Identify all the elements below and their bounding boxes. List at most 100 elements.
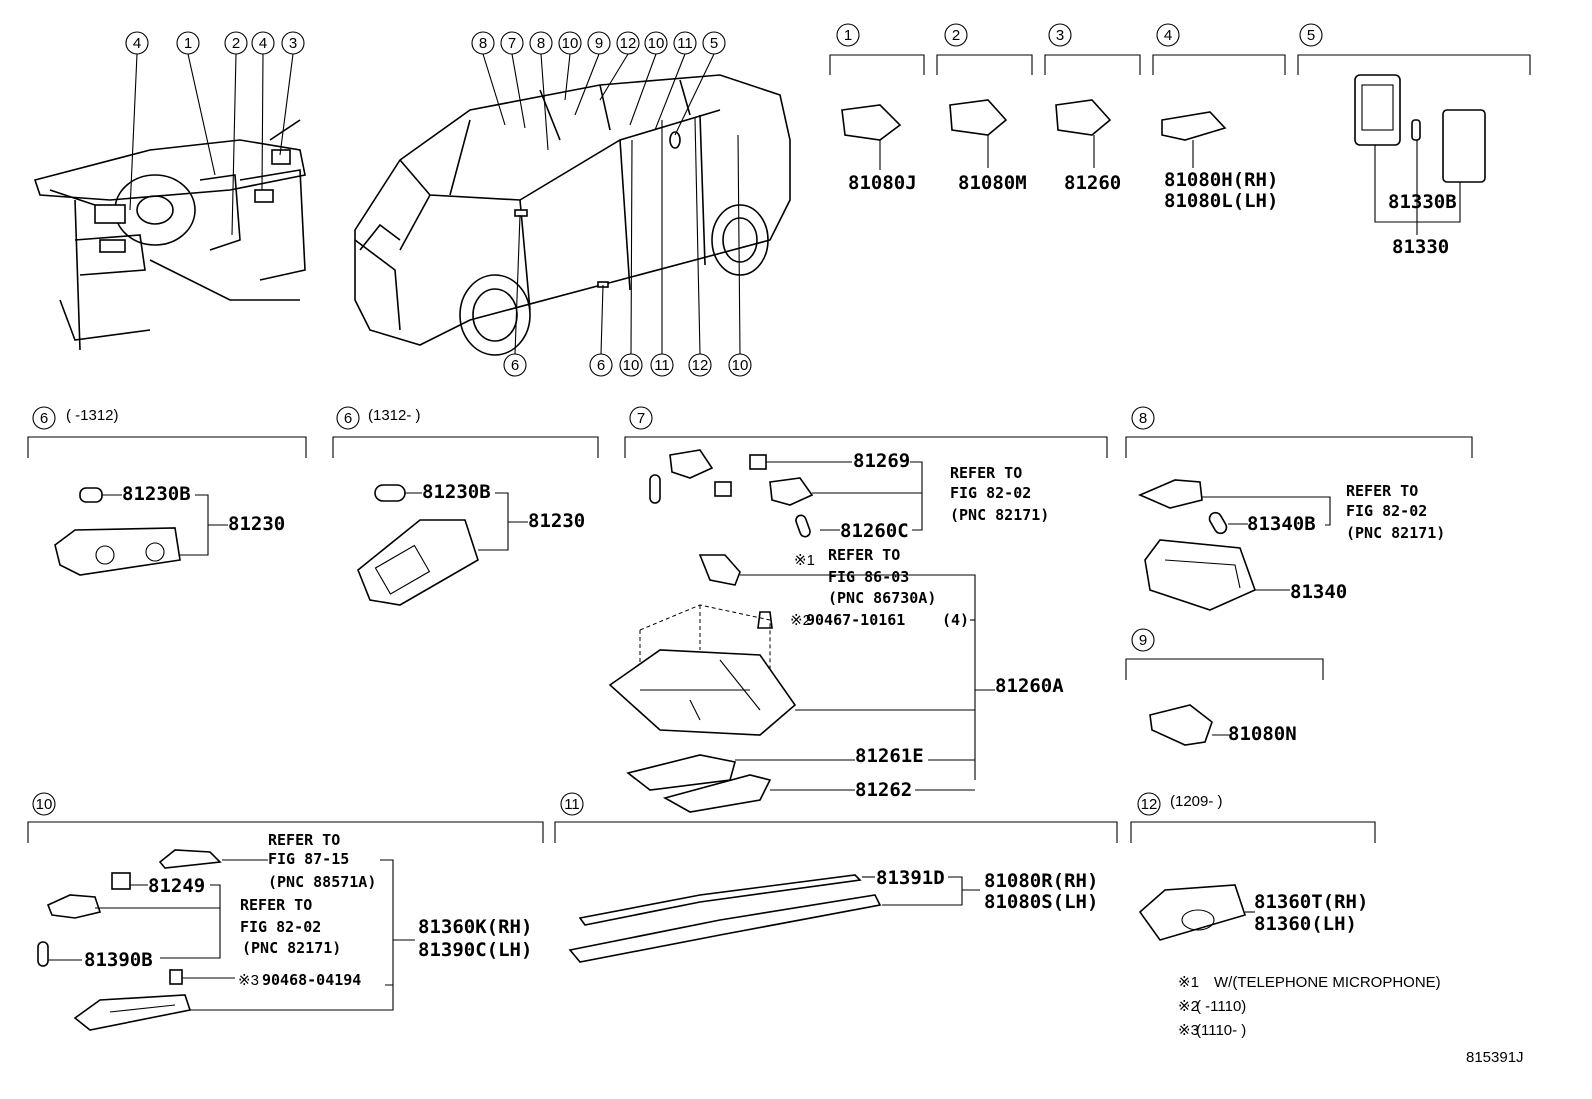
group-10-refer1-line3: (PNC 88571A) [268,873,376,891]
callout-van-top-2: 8 [537,35,545,52]
group-10-mark3: ※3 [238,972,259,989]
van-illustration [354,74,791,356]
group-2-number: 2 [952,27,960,44]
part-81230B-a: 81230B [122,483,191,505]
callout-van-top-8: 5 [710,35,718,52]
group-7-refer1-line2: FIG 82-02 [950,484,1031,502]
part-81230-b: 81230 [528,510,585,532]
group-7-number: 7 [637,410,645,427]
group-9: 9 81080N [1125,628,1324,746]
footnote-2-mark: ※2 [1178,998,1199,1015]
callout-dash-1: 1 [184,35,192,52]
group-12: 12 (1209- ) 81360T(RH) 81360(LH) [1130,792,1376,941]
van-callouts-top: 8 7 8 10 9 12 10 11 5 [471,31,726,151]
group-7-mark2: ※2 [790,612,811,629]
group-8-refer-line3: (PNC 82171) [1346,524,1445,542]
group-7: 7 81269 81260C REFER TO FIG 82-02 (PNC 8… [608,406,1108,813]
group-8-refer-line2: FIG 82-02 [1346,502,1427,520]
group-11: 11 81391D 81080R(RH) 81080S(LH) [554,792,1118,963]
group-5: 5 81330B 81330 [1297,23,1531,258]
callout-van-top-1: 7 [508,35,516,52]
group-10: 10 REFER TO FIG 87-15 (PNC 88571A) 81360… [27,792,544,1031]
group-7-refer2-line1: REFER TO [828,546,900,564]
callout-van-top-6: 10 [648,35,665,52]
part-81390C-LH: 81390C(LH) [418,939,532,961]
group-9-number: 9 [1139,632,1147,649]
footnote-3-mark: ※3 [1178,1022,1199,1039]
part-81360T-RH: 81360T(RH) [1254,891,1368,913]
group-12-number: 12 [1141,796,1158,813]
dashboard-illustration [33,119,306,351]
group-12-range: (1209- ) [1170,793,1223,810]
part-81230B-b: 81230B [422,481,491,503]
group-7-refer1-line3: (PNC 82171) [950,506,1049,524]
footnotes: ※1 W/(TELEPHONE MICROPHONE) ※2 ( -1110) … [1178,974,1524,1066]
footnote-2-text: ( -1110) [1196,998,1246,1015]
part-81260: 81260 [1064,172,1121,194]
group-3-number: 3 [1056,27,1064,44]
figure-code: 815391J [1466,1049,1524,1066]
part-90468-04194: 90468-04194 [262,971,361,989]
group-10-refer2-line1: REFER TO [240,896,312,914]
callout-van-bottom-left-0: 6 [511,357,519,374]
dashboard-callouts: 4 1 2 4 3 [125,31,305,236]
callout-dash-2: 2 [232,35,240,52]
group-3: 3 81260 [1044,23,1141,194]
footnote-1-text: W/(TELEPHONE MICROPHONE) [1214,974,1441,991]
callout-van-bottom-4: 10 [732,357,749,374]
callout-dash-0: 4 [133,35,141,52]
callout-dash-4: 3 [289,35,297,52]
group-5-number: 5 [1307,27,1315,44]
callout-van-top-4: 9 [595,35,603,52]
group-2: 2 81080M [936,23,1033,194]
footnote-3-text: (1110- ) [1196,1022,1246,1039]
part-90467-10161-qty: (4) [942,611,969,629]
group-10-refer1-line2: FIG 87-15 [268,850,349,868]
group-4-number: 4 [1164,27,1172,44]
callout-van-bottom-0: 6 [597,357,605,374]
part-81230-a: 81230 [228,513,285,535]
part-90467-10161: 90467-10161 [806,611,905,629]
part-81262: 81262 [855,779,912,801]
group-8-refer-line1: REFER TO [1346,482,1418,500]
part-81080H-RH: 81080H(RH) [1164,169,1278,191]
group-1: 1 81080J [829,23,925,194]
group-7-mark1: ※1 [794,552,815,569]
callout-van-bottom-3: 12 [692,357,709,374]
part-81390B: 81390B [84,949,153,971]
part-81261E: 81261E [855,745,924,767]
group-6b-range: (1312- ) [368,407,421,424]
callout-van-bottom-2: 11 [654,357,670,374]
part-81360K-RH: 81360K(RH) [418,916,532,938]
group-11-number: 11 [564,796,580,813]
group-10-number: 10 [36,796,53,813]
group-6b: 6 (1312- ) 81230B 81230 [332,406,599,606]
callout-van-top-3: 10 [562,35,579,52]
part-81391D: 81391D [876,867,945,889]
group-10-refer2-line2: FIG 82-02 [240,918,321,936]
part-81330: 81330 [1392,236,1449,258]
part-81249: 81249 [148,875,205,897]
part-81080N: 81080N [1228,723,1297,745]
group-6b-number: 6 [344,410,352,427]
part-81269: 81269 [853,450,910,472]
group-6a-number: 6 [40,410,48,427]
part-81330B: 81330B [1388,191,1457,213]
van-callouts-bottom: 6 6 10 11 12 10 [503,117,752,377]
group-7-refer2-line2: FIG 86-03 [828,568,909,586]
group-8-number: 8 [1139,410,1147,427]
part-81340: 81340 [1290,581,1347,603]
group-6a: 6 ( -1312) 81230B 81230 [27,406,307,576]
group-10-refer2-line3: (PNC 82171) [242,939,341,957]
group-8: 8 81340B REFER TO FIG 82-02 (PNC 82171) … [1125,406,1473,611]
part-81340B: 81340B [1247,513,1316,535]
part-81260C: 81260C [840,520,909,542]
part-81260A: 81260A [995,675,1064,697]
group-6a-range: ( -1312) [66,407,119,424]
part-81080J: 81080J [848,172,917,194]
footnote-1-mark: ※1 [1178,974,1199,991]
part-81360-LH: 81360(LH) [1254,913,1357,935]
callout-van-bottom-1: 10 [623,357,640,374]
